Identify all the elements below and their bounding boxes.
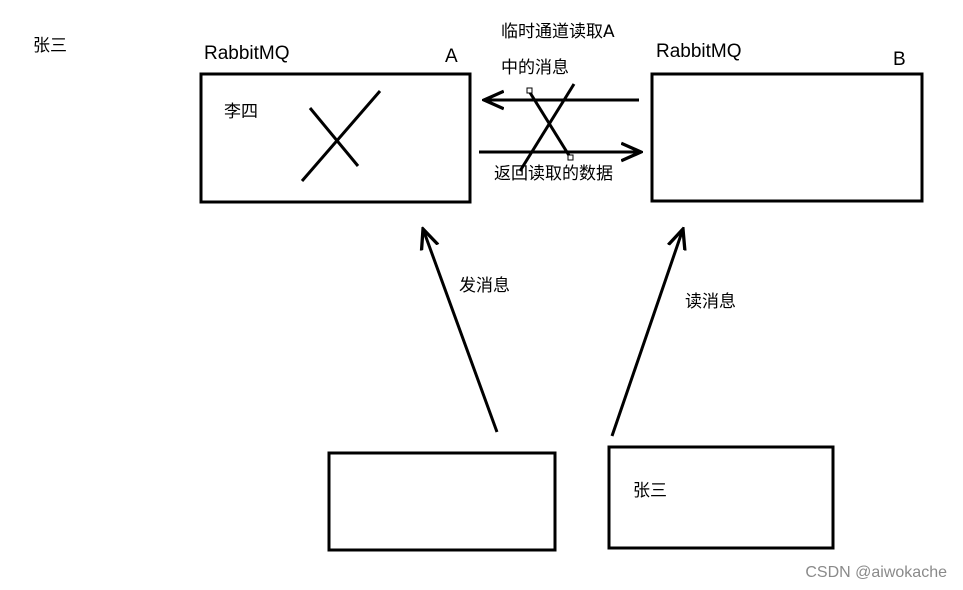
node-a-tag: A [445,46,458,67]
cross-mark-a [300,90,382,182]
queue-a-user-label: 李四 [224,102,258,122]
send-message-arrow [423,229,499,433]
client-right-user-label: 张三 [633,481,667,501]
sender-client-box [327,451,557,552]
send-message-label: 发消息 [459,276,510,296]
rabbitmq-b-label: RabbitMQ [656,41,742,62]
temp-channel-label-line2: 中的消息 [501,58,569,78]
return-data-label: 返回读取的数据 [494,164,613,184]
rabbitmq-b-box [650,72,924,203]
corner-person-label: 张三 [33,36,67,56]
read-message-arrow [610,229,683,437]
temp-channel-label-line1: 临时通道读取A [501,22,615,42]
rabbitmq-a-label: RabbitMQ [204,43,290,64]
cross-mark-channel [518,83,576,172]
watermark: CSDN @aiwokache [805,564,947,581]
rabbitmq-a-box [199,72,472,204]
read-message-label: 读消息 [685,292,736,312]
reader-client-box [607,445,835,550]
node-b-tag: B [893,49,906,70]
